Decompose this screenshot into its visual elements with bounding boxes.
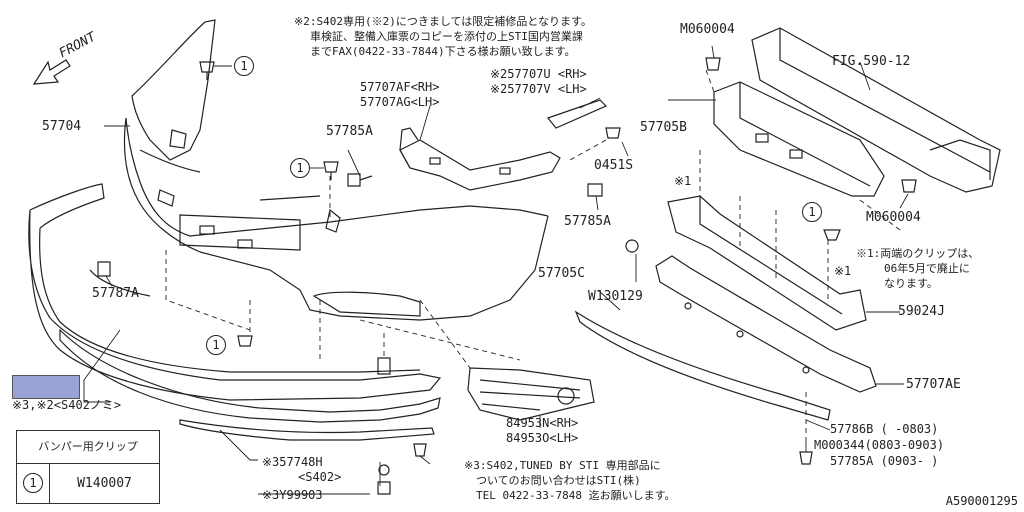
part-label-57785a-middle: 57785A [564, 214, 611, 229]
reinforcement-drawing [751, 27, 1001, 193]
undercover-drawing [667, 195, 867, 331]
note-sti-line-2: ついてのお問い合わせはSTI(株) [476, 474, 641, 487]
clip-callout-4: 1 [206, 335, 226, 355]
part-label-57785a-upper: 57785A [326, 124, 373, 139]
note-sti-line-1: ※3:S402,TUNED BY STI 専用部品に [464, 459, 661, 472]
dashed-assembly-lines [165, 69, 901, 440]
front-arrow-icon [32, 59, 71, 85]
clip-callout-1: 1 [234, 56, 254, 76]
bumper-beam-drawing [713, 81, 885, 197]
figure-id: A590001295 [945, 494, 1018, 508]
part-label-m060004-top: M060004 [680, 22, 735, 37]
mark-1-left: ※1 [674, 174, 692, 188]
part-label-257707u: ※257707U <RH> [490, 67, 587, 81]
highlight-swatch [12, 375, 80, 399]
clip-callout-3: 1 [802, 202, 822, 222]
part-label-57705c: 57705C [538, 266, 585, 281]
fasteners-drawing [97, 57, 917, 495]
legend-number-cell: 1 [17, 464, 50, 503]
part-label-357748h: ※357748H [262, 455, 323, 469]
legend-title: バンパー用クリップ [17, 431, 159, 464]
part-label-3y99903: ※3Y99903 [262, 488, 323, 502]
part-label-57707ag: 57707AG<LH> [360, 95, 440, 109]
note-s402-line-1: ※2:S402専用(※2)につきましては限定補修品となります。 [294, 15, 592, 28]
note-clip-line-2: 06年5月で廃止に [884, 262, 970, 275]
note-s402-line-2: 車検証、整備入庫票のコピーを添付の上STI国内営業課 [310, 30, 583, 43]
part-label-m000344: M000344(0803-0903) [814, 438, 945, 452]
part-label-257707v: ※257707V <LH> [490, 82, 587, 96]
legend-part-number: W140007 [77, 476, 132, 491]
part-label-s402-only: ※3,※2<S402ノミ> [12, 398, 122, 412]
bumper-lower-lip-drawing [28, 183, 442, 401]
part-label-w130129: W130129 [588, 289, 643, 304]
part-label-57785a-lower: 57785A (0903- ) [830, 454, 939, 468]
clip-legend-table: バンパー用クリップ 1 W140007 [16, 430, 160, 504]
bumper-face-drawing [123, 19, 549, 321]
part-label-59024j: 59024J [898, 304, 945, 319]
note-sti-line-3: TEL 0422-33-7848 迄お願いします。 [476, 489, 676, 502]
part-label-0451s: 0451S [594, 158, 634, 173]
part-label-57787a: 57787A [92, 286, 139, 301]
part-label-84953n: 84953N<RH> [506, 416, 579, 430]
note-clip-line-1: ※1:両端のクリップは、 [856, 247, 980, 260]
part-label-57707af: 57707AF<RH> [360, 80, 440, 94]
note-clip-line-3: なります。 [884, 277, 938, 290]
leader-lines [83, 45, 909, 495]
mark-1-right: ※1 [834, 264, 852, 278]
part-label-m060004-bottom: M060004 [866, 210, 921, 225]
part-label-57786b: 57786B ( -0803) [830, 422, 939, 436]
part-label-s402: <S402> [298, 470, 342, 484]
note-s402-line-3: までFAX(0422-33-7844)下さる様お願い致します。 [310, 45, 576, 58]
part-label-57707ae: 57707AE [906, 377, 961, 392]
fog-grille-drawing [467, 367, 595, 421]
sti-lip-drawing [59, 328, 441, 441]
absorber-drawing [574, 310, 831, 421]
part-label-57705b: 57705B [640, 120, 687, 135]
clip-callout-2: 1 [290, 158, 310, 178]
lower-support-drawing [655, 255, 877, 393]
legend-callout: 1 [23, 473, 43, 493]
part-label-57704: 57704 [42, 119, 82, 134]
side-bracket-drawing [399, 127, 561, 191]
part-label-fig590-12: FIG.590-12 [832, 54, 911, 69]
part-label-84953o: 84953O<LH> [506, 431, 579, 445]
sti-bracket-drawing [547, 99, 608, 129]
